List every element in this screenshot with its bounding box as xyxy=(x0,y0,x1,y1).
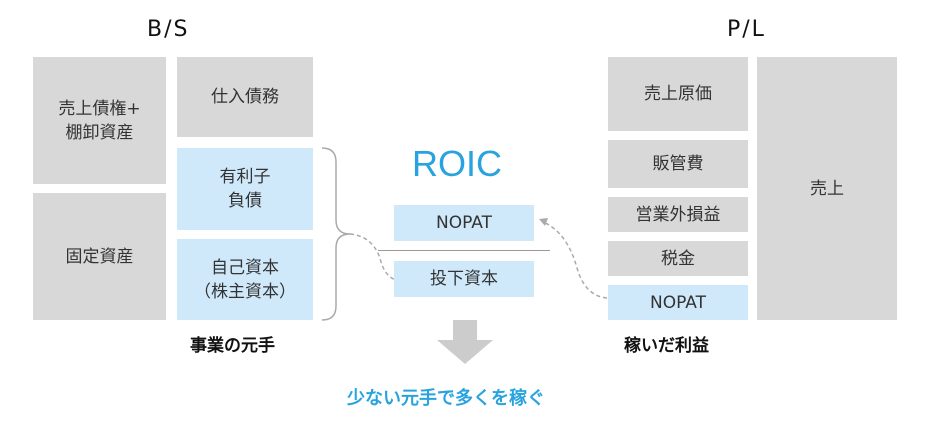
roic-denominator-box: 投下資本 xyxy=(394,261,534,297)
equity-box: 自己資本 （株主資本） xyxy=(177,239,313,320)
bs-heading: B/S xyxy=(147,17,190,42)
payables-box: 仕入債務 xyxy=(177,57,313,137)
cogs-box: 売上原価 xyxy=(608,57,748,131)
nopat-connector xyxy=(539,218,608,299)
fixed-assets-box: 固定資産 xyxy=(33,193,166,320)
interest-bearing-debt-box: 有利子 負債 xyxy=(177,148,313,230)
fraction-line xyxy=(378,250,550,251)
capital-bracket xyxy=(321,147,351,321)
receivables-inventory-box: 売上債権+ 棚卸資産 xyxy=(33,57,166,184)
down-arrow-icon xyxy=(437,320,493,364)
roic-numerator-box: NOPAT xyxy=(394,205,534,241)
tax-box: 税金 xyxy=(608,241,748,276)
nopat-box: NOPAT xyxy=(608,285,748,320)
sga-box: 販管費 xyxy=(608,140,748,188)
sales-box: 売上 xyxy=(757,57,897,320)
pl-caption: 稼いだ利益 xyxy=(624,336,709,356)
tagline: 少ない元手で多くを稼ぐ xyxy=(347,388,545,409)
bs-caption: 事業の元手 xyxy=(190,336,275,356)
nopat-arrowhead xyxy=(539,218,548,226)
pl-heading: P/L xyxy=(727,17,766,42)
nopat-dashed-arrow xyxy=(542,221,608,299)
non-operating-box: 営業外損益 xyxy=(608,197,748,232)
roic-title: ROIC xyxy=(412,143,502,184)
capital-dashed-arrow xyxy=(349,233,397,281)
